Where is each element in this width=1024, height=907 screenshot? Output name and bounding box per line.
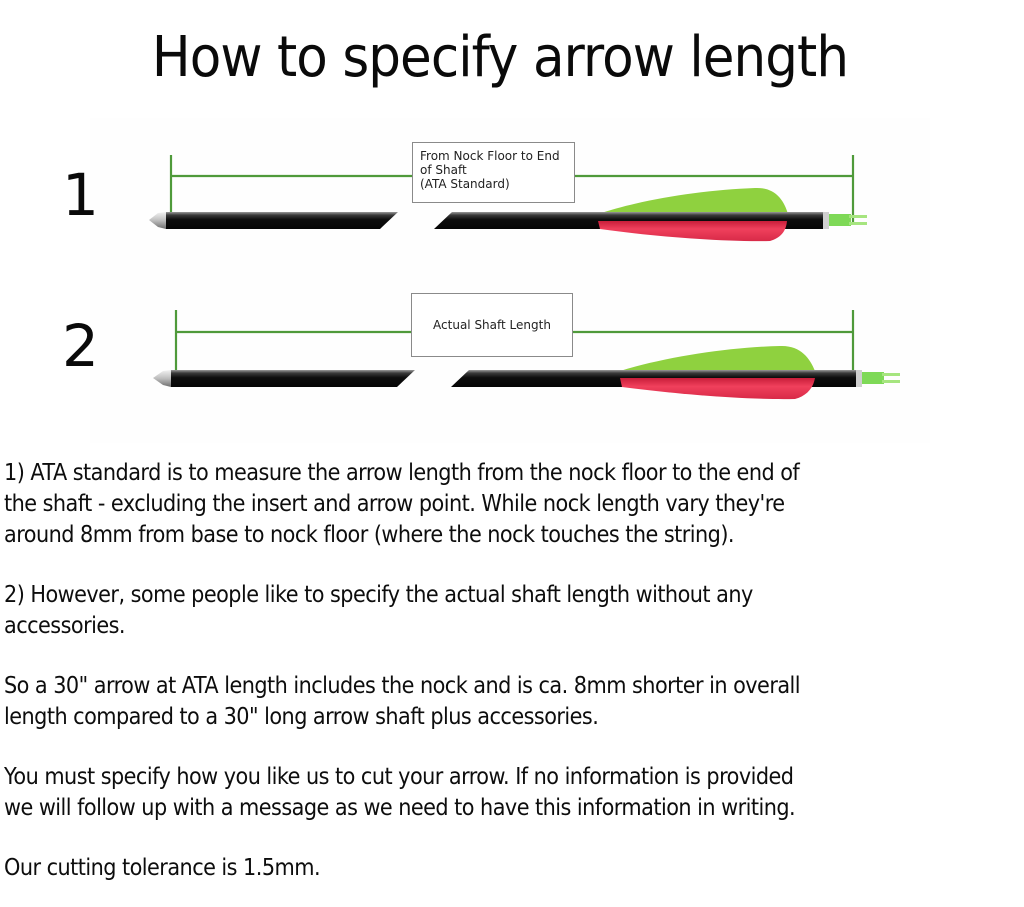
label-line: of Shaft xyxy=(420,163,467,177)
text-line: You must specify how you like us to cut … xyxy=(4,764,794,790)
shaft-front xyxy=(166,212,398,229)
vane-bottom-icon xyxy=(620,378,815,400)
text-line: Our cutting tolerance is 1.5mm. xyxy=(4,855,321,881)
arrow-point-icon xyxy=(153,370,171,387)
paragraph-ata-standard: 1) ATA standard is to measure the arrow … xyxy=(4,458,1024,551)
measure-line-2 xyxy=(174,310,855,380)
text-line: accessories. xyxy=(4,613,126,639)
row-number-1: 1 xyxy=(62,161,99,229)
text-line: the shaft - excluding the insert and arr… xyxy=(4,491,785,517)
shaft-front xyxy=(171,370,415,387)
arrow-2 xyxy=(153,310,900,400)
arrow-diagram xyxy=(149,155,900,400)
text-line: length compared to a 30" long arrow shaf… xyxy=(4,704,599,730)
arrow-1 xyxy=(149,155,867,242)
text-line: 1) ATA standard is to measure the arrow … xyxy=(4,460,800,486)
paragraph-instructions: You must specify how you like us to cut … xyxy=(4,762,1024,824)
text-line: we will follow up with a message as we n… xyxy=(4,795,796,821)
text-line: 2) However, some people like to specify … xyxy=(4,582,753,608)
paragraph-tolerance: Our cutting tolerance is 1.5mm. xyxy=(4,853,1024,884)
label-line: From Nock Floor to End xyxy=(420,149,560,163)
nock-icon xyxy=(829,214,867,226)
vane-top-icon xyxy=(598,187,788,214)
label-line: Actual Shaft Length xyxy=(433,318,551,332)
nock-icon xyxy=(862,372,900,384)
arrow-point-icon xyxy=(149,212,166,229)
row-number-2: 2 xyxy=(62,312,99,380)
text-line: So a 30" arrow at ATA length includes th… xyxy=(4,673,801,699)
paragraph-actual-shaft: 2) However, some people like to specify … xyxy=(4,580,1024,642)
ata-standard-label: From Nock Floor to End of Shaft (ATA Sta… xyxy=(412,142,575,203)
label-line: (ATA Standard) xyxy=(420,177,510,191)
actual-shaft-length-label: Actual Shaft Length xyxy=(411,293,573,357)
paragraph-example: So a 30" arrow at ATA length includes th… xyxy=(4,671,1024,733)
vane-bottom-icon xyxy=(598,221,787,242)
text-line: around 8mm from base to nock floor (wher… xyxy=(4,522,735,548)
page-title: How to specify arrow length xyxy=(151,25,849,90)
vane-top-icon xyxy=(620,345,815,371)
